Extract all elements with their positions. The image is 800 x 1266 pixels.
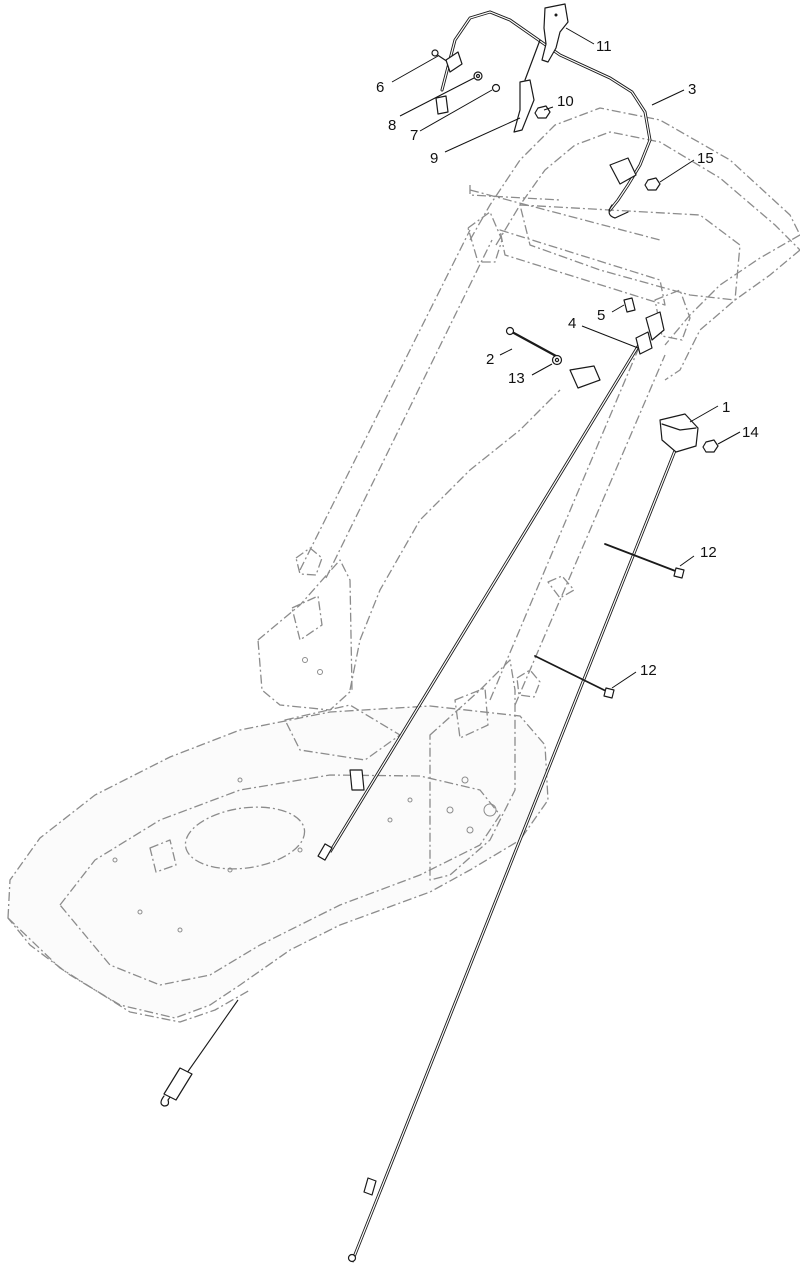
- nut-15: [644, 177, 661, 191]
- callout-10: 10: [557, 93, 574, 110]
- left-knob: [295, 547, 323, 576]
- long-cable-end: [347, 1253, 357, 1263]
- bail-pivot-bracket: [609, 157, 637, 185]
- lower-handle-left-a: [299, 229, 471, 571]
- left-pivot-bracket: [467, 211, 503, 263]
- callout-11: 11: [596, 38, 612, 55]
- upper-handle-loop-inner: [495, 131, 800, 251]
- right-handle-plate: [429, 659, 516, 881]
- bail-hook: [608, 204, 629, 219]
- lever-9-rod: [524, 39, 541, 81]
- callout-6: 6: [376, 79, 384, 96]
- callout-7: 7: [410, 127, 418, 144]
- callout-labels: 1 2 3 4 5 6 7 8 9 10 11 12 12 13 14 15: [376, 38, 759, 679]
- nut-10: [534, 105, 551, 119]
- cables: [160, 334, 678, 1263]
- drive-cable-end: [317, 843, 333, 861]
- deck-port: [149, 839, 177, 873]
- blade-opening: [184, 806, 306, 870]
- rear-chute: [284, 704, 401, 761]
- callout-12a: 12: [700, 544, 717, 561]
- bolt-5: [623, 297, 636, 313]
- bushing-7: [491, 83, 501, 93]
- handle-bolt-line-left: [469, 185, 561, 201]
- handle-crossbar: [499, 229, 666, 306]
- cable-tie-12b: [534, 655, 609, 693]
- callout-8: 8: [388, 117, 396, 134]
- upper-handle-right-side: [664, 249, 800, 381]
- upper-handle-loop: [469, 107, 800, 241]
- callout-2: 2: [486, 351, 494, 368]
- brake-spring: [163, 1067, 193, 1101]
- brake-hook: [160, 1095, 170, 1107]
- right-knob: [516, 669, 541, 698]
- nut-14: [702, 439, 719, 453]
- callout-9: 9: [430, 150, 438, 167]
- deck-inner-contour: [59, 774, 501, 986]
- mower-ghost: [7, 107, 800, 1023]
- callout-5: 5: [597, 307, 605, 324]
- cable-ferrule-4: [635, 331, 653, 355]
- callout-14: 14: [742, 424, 759, 441]
- lower-handle-left-b: [325, 239, 493, 579]
- leader-lines: [391, 27, 741, 689]
- callout-3: 3: [688, 81, 696, 98]
- handle-upper-bar: [469, 189, 661, 241]
- key-11: [541, 3, 569, 63]
- deck-cable-fitting: [349, 769, 365, 791]
- callout-1: 1: [722, 399, 730, 416]
- callout-13: 13: [508, 370, 525, 387]
- bail-bar-3-inner: [441, 11, 651, 211]
- lower-handle-right-b: [514, 354, 666, 706]
- callout-12b: 12: [640, 662, 657, 679]
- cable-clamp: [569, 365, 601, 389]
- left-handle-plate: [257, 559, 353, 711]
- parts: [431, 3, 719, 699]
- lower-handle-right-a: [489, 344, 641, 701]
- long-cable-ferrule: [363, 1177, 377, 1196]
- control-housing-1: [659, 413, 699, 453]
- left-handle-bracket: [291, 595, 323, 641]
- bail-bushing: [435, 95, 449, 115]
- callout-4: 4: [568, 315, 576, 332]
- lever-9: [513, 79, 535, 133]
- right-handle-clip: [547, 575, 575, 599]
- cable-link-4: [645, 311, 665, 341]
- upper-handle-right-inner: [664, 234, 800, 346]
- callout-15: 15: [697, 150, 714, 167]
- plate-6: [445, 51, 463, 73]
- cable-tie-12a: [604, 543, 679, 573]
- bolt-2: [510, 330, 558, 358]
- right-handle-bracket: [454, 687, 489, 739]
- handle-console: [519, 204, 741, 301]
